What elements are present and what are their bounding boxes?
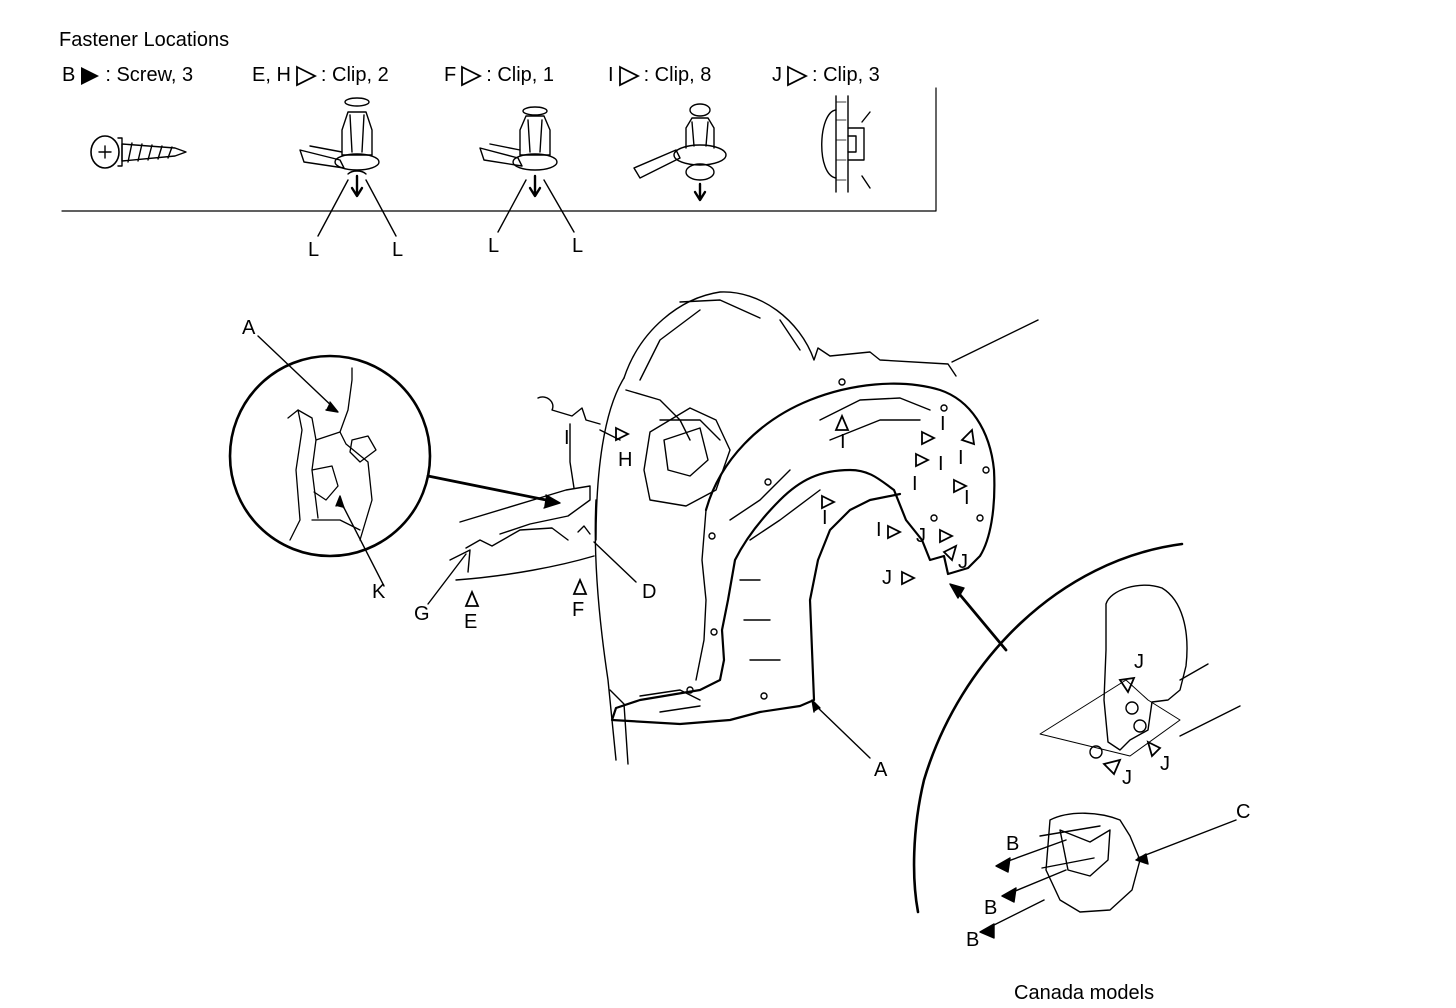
legend-item-clip-j: J : Clip, 3 xyxy=(772,64,880,87)
clip-l-leaders xyxy=(317,179,397,237)
legend-desc: : Clip, 2 xyxy=(320,64,389,86)
callout-k: K xyxy=(372,581,386,603)
callout-i: I xyxy=(940,413,946,435)
callout-i: I xyxy=(912,473,918,495)
legend-desc: : Clip, 3 xyxy=(812,64,880,86)
callout-i: I xyxy=(958,447,964,469)
inset-caption: Canada models xyxy=(1014,982,1155,1004)
legend-letter: E, H xyxy=(252,64,291,86)
legend-frame xyxy=(61,87,937,212)
canada-inset-contents xyxy=(1039,584,1241,913)
callout-j: J xyxy=(1160,753,1170,775)
callout-j: J xyxy=(882,567,892,589)
legend-desc: : Clip, 1 xyxy=(486,64,555,86)
callout-f: F xyxy=(572,599,585,621)
legend-desc: : Screw, 3 xyxy=(105,64,194,86)
legend-item-clip-eh: E, H : Clip, 2 xyxy=(252,64,389,87)
legend-letter: F xyxy=(444,64,457,86)
callout-b: B xyxy=(966,929,980,951)
legend-letter: B xyxy=(62,64,76,86)
callout-i: I xyxy=(876,519,882,541)
callout-e: E xyxy=(464,611,478,633)
callout-i: I xyxy=(564,427,570,449)
callout-i: I xyxy=(840,431,846,453)
open-triangle-icon xyxy=(296,65,317,86)
legend-letter: I xyxy=(608,64,614,86)
callout-i: I xyxy=(938,453,944,475)
legend-item-clip-i: I : Clip, 8 xyxy=(608,64,711,87)
callout-label-l: L xyxy=(392,239,404,261)
callout-a-detail: A xyxy=(242,317,256,339)
clip-j-illustration xyxy=(821,95,871,193)
open-triangle-icon xyxy=(787,65,808,86)
open-triangle-icon xyxy=(618,65,640,86)
callout-label-l: L xyxy=(572,235,584,257)
callout-label-l: L xyxy=(488,235,500,257)
callout-label-l: L xyxy=(308,239,320,261)
callout-a-main: A xyxy=(874,759,888,781)
filled-triangle-icon xyxy=(81,66,100,85)
callout-c: C xyxy=(1236,801,1251,823)
canada-inset-arc xyxy=(912,542,1184,914)
callout-g: G xyxy=(414,603,430,625)
legend-item-clip-f: F : Clip, 1 xyxy=(444,64,554,87)
open-triangle-icon xyxy=(461,65,483,86)
detail-circle xyxy=(228,354,432,558)
bracket-part-d xyxy=(449,396,629,765)
callout-j: J xyxy=(1134,651,1144,673)
callout-b: B xyxy=(1006,833,1020,855)
clip-i-illustration xyxy=(633,103,727,202)
callout-b: B xyxy=(984,897,998,919)
fender-outer-arch xyxy=(623,291,957,379)
callout-i: I xyxy=(964,487,970,509)
legend-item-screw: B : Screw, 3 xyxy=(62,64,193,87)
wheel-well-liner-a xyxy=(610,382,996,726)
legend-desc: : Clip, 8 xyxy=(643,64,712,86)
callout-j: J xyxy=(916,525,926,547)
clip-eh-illustration xyxy=(299,97,380,198)
clip-f-illustration xyxy=(479,106,558,198)
callout-i: I xyxy=(822,507,828,529)
diagram-title: Fastener Locations xyxy=(59,29,230,51)
callout-d: D xyxy=(642,581,657,603)
callout-j: J xyxy=(1122,767,1132,789)
callout-j: J xyxy=(958,551,968,573)
screw-illustration xyxy=(90,135,187,169)
detail-circle-contents xyxy=(287,367,377,541)
callout-h: H xyxy=(618,449,633,471)
inner-block xyxy=(643,407,731,507)
legend-letter: J xyxy=(772,64,782,86)
